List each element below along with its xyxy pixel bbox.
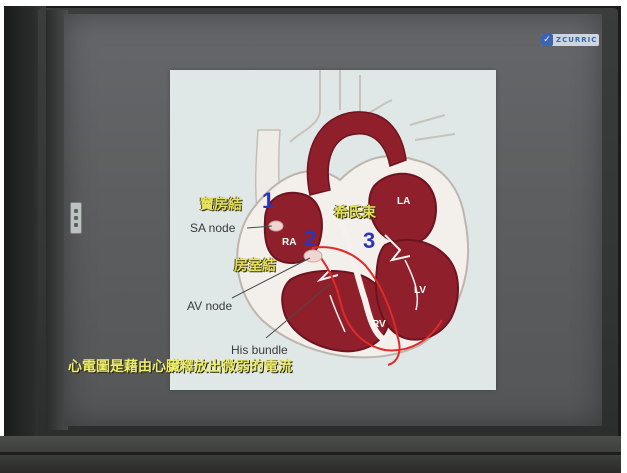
label-av-node-chinese: 房室結 [234, 255, 276, 275]
label-right-atrium: RA [282, 237, 296, 248]
screen-side-button[interactable] [70, 202, 82, 234]
label-his-bundle-chinese: 希氏束 [334, 202, 376, 222]
button-dot [74, 209, 78, 213]
number-2: 2 [304, 226, 316, 252]
label-sa-node-chinese: 竇房結 [200, 194, 242, 214]
label-his-bundle: His bundle [231, 343, 288, 357]
frame-edge-line [0, 452, 627, 455]
slide-caption: 心電圖是藉由心臟釋放出微弱的電流 [68, 356, 292, 376]
image-border-top [0, 0, 627, 6]
label-left-ventricle: LV [414, 285, 426, 296]
image-border-right [621, 0, 627, 473]
check-icon: ✓ [541, 34, 553, 46]
button-dot [74, 223, 78, 227]
vessel-outline [415, 134, 455, 140]
label-right-ventricle: RV [372, 319, 386, 330]
label-av-node: AV node [187, 299, 232, 313]
label-sa-node: SA node [190, 221, 235, 235]
button-dot [74, 216, 78, 220]
vessel-outline [360, 75, 392, 115]
projector-logo-badge: ✓ ZCURRIC [541, 34, 599, 46]
logo-text: ZCURRIC [556, 36, 597, 44]
vessel-outline [290, 70, 320, 142]
number-3: 3 [363, 228, 375, 254]
label-left-atrium: LA [397, 196, 410, 207]
number-1: 1 [262, 188, 274, 214]
vessel-outline [410, 115, 445, 125]
